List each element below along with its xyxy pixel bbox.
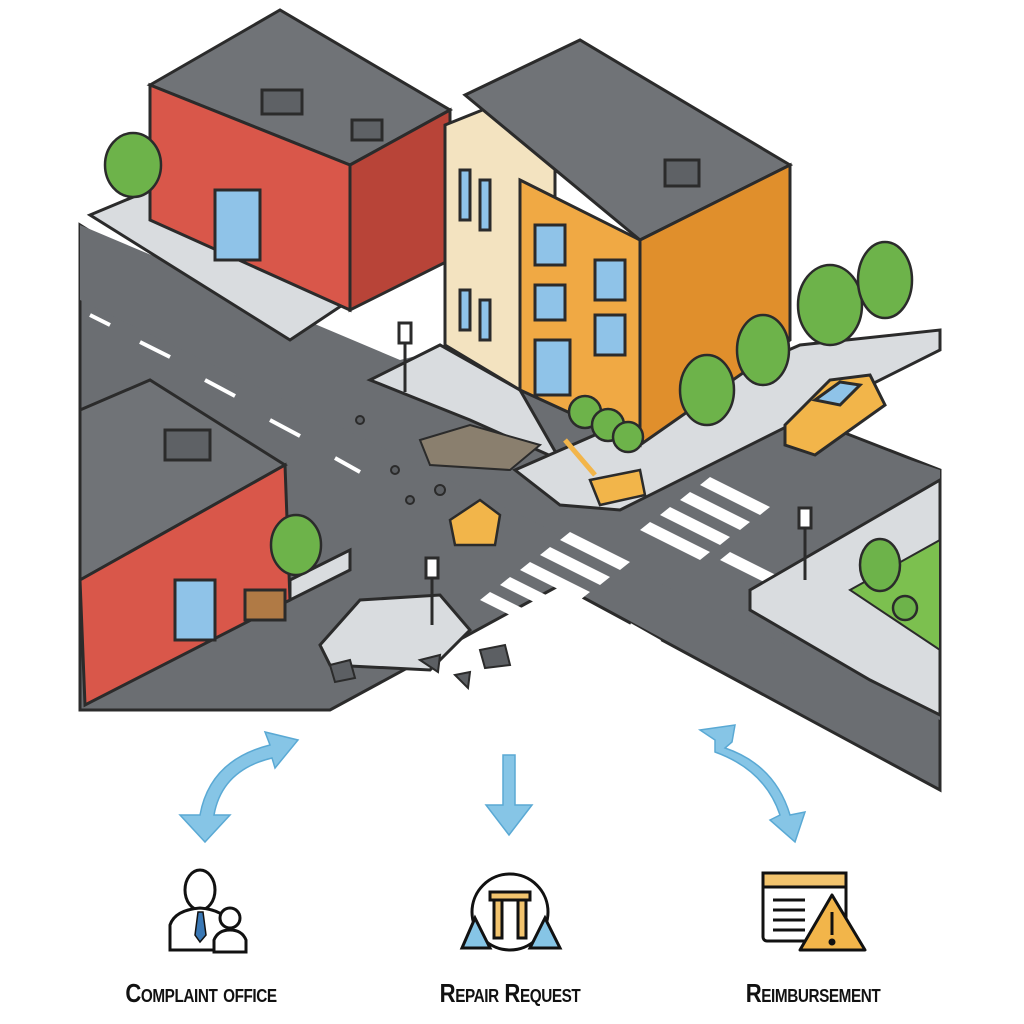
excavators (448, 438, 647, 547)
down-arrow-icon (484, 754, 534, 837)
flow-arrows (178, 724, 807, 844)
car (783, 373, 887, 457)
repair-gate-icon (459, 872, 563, 952)
step-label-reimbursement: Reimbursement (745, 978, 881, 1008)
orange-building (443, 38, 794, 448)
browser-warning-icon (761, 871, 867, 952)
curved-arrow-right-icon (697, 724, 807, 844)
road-damage (328, 415, 543, 691)
red-building-top (146, 8, 454, 313)
step-label-complaint-office: Complaint office (125, 978, 277, 1008)
curved-arrow-left-icon (178, 730, 300, 844)
lane-markings (89, 313, 861, 764)
red-building-bottom (78, 378, 292, 708)
sign-posts (397, 321, 813, 625)
trees (103, 131, 919, 622)
sidewalks (86, 188, 942, 718)
people-icon (168, 868, 248, 954)
step-label-repair-request: Repair Request (439, 978, 581, 1008)
crosswalk (480, 477, 790, 630)
